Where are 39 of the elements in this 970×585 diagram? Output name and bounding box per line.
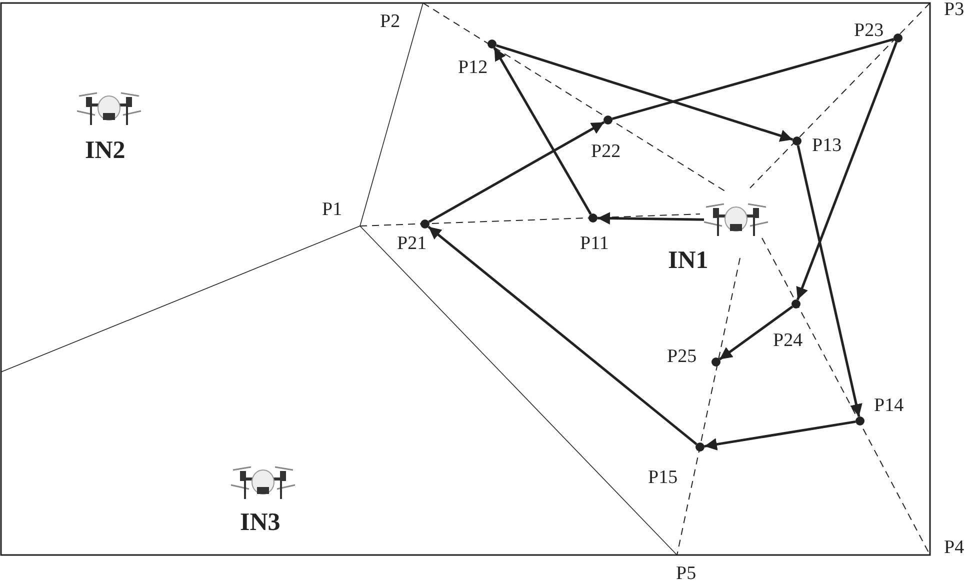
waypoint-dot xyxy=(696,442,704,452)
point-label: P21 xyxy=(397,234,427,253)
point-label: P4 xyxy=(944,538,964,557)
point-label: P14 xyxy=(874,396,904,415)
waypoint-dot xyxy=(588,214,598,222)
waypoint-dot xyxy=(604,116,612,124)
route-arrow xyxy=(796,42,898,300)
point-label: P25 xyxy=(667,347,697,366)
route-arrow xyxy=(428,121,605,223)
point-label: P1 xyxy=(322,200,342,219)
point-label: P24 xyxy=(773,331,803,350)
waypoint-dot xyxy=(792,300,800,308)
route-line xyxy=(612,38,894,120)
waypoint-dot xyxy=(712,358,720,366)
route-arrow xyxy=(704,420,856,450)
drone-icon xyxy=(704,203,768,236)
waypoint-dot xyxy=(420,220,430,228)
route-arrow xyxy=(493,47,592,215)
route-arrow xyxy=(597,212,704,225)
point-label: P5 xyxy=(676,564,696,583)
point-label: P2 xyxy=(380,12,400,31)
route-arrow xyxy=(428,226,698,446)
waypoint-dot xyxy=(894,34,902,42)
route-arrow xyxy=(796,145,862,417)
point-label: P15 xyxy=(648,468,678,487)
point-label: P23 xyxy=(854,21,884,40)
waypoint-dot xyxy=(856,416,864,426)
drone-label: IN1 xyxy=(668,248,708,273)
drone-label: IN3 xyxy=(240,510,280,535)
point-label: P22 xyxy=(591,142,621,161)
waypoint-dot xyxy=(792,136,802,146)
drone-label: IN2 xyxy=(85,138,126,163)
point-label: P13 xyxy=(812,136,842,155)
route-arrow xyxy=(496,44,794,142)
point-label: P3 xyxy=(944,0,964,19)
point-label: P12 xyxy=(458,58,488,77)
waypoint-dot xyxy=(488,40,496,48)
point-label: P11 xyxy=(580,234,609,253)
route-arrow xyxy=(718,306,794,360)
